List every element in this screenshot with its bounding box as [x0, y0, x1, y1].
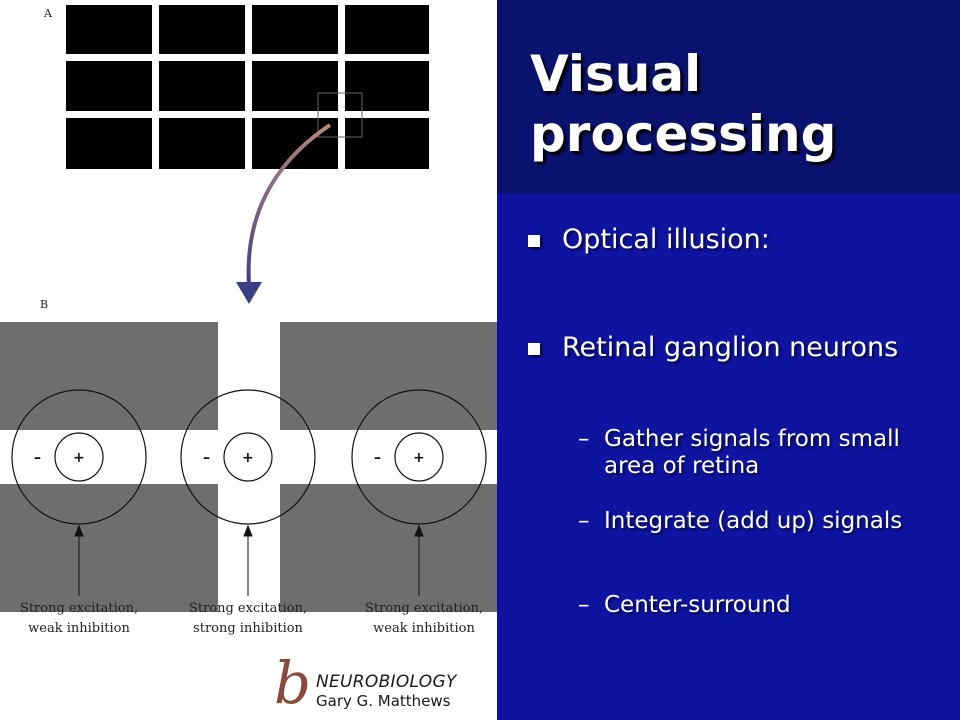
- center-circle: [54, 432, 104, 482]
- panel-b-label: B: [40, 298, 48, 311]
- caption-1-line-2: weak inhibition: [28, 621, 130, 636]
- caption-2-line-1: Strong excitation,: [189, 601, 307, 616]
- surround-circle: [11, 389, 147, 525]
- surround-sign: –: [203, 450, 210, 466]
- illusion-figure: A B –: [0, 5, 497, 720]
- sub-bullet-1: – Gather signals from small area of reti…: [578, 426, 948, 480]
- sub-bullet-text: Center-surround: [604, 592, 791, 618]
- receptive-field-3: – +: [351, 389, 487, 525]
- receptive-field-2: – +: [180, 389, 316, 525]
- bullet-item-1: Optical illusion:: [528, 222, 948, 257]
- book-credit: b NEUROBIOLOGY Gary G. Matthews: [268, 654, 497, 720]
- title-band: [497, 0, 960, 194]
- slide-title: Visual processing: [530, 45, 837, 163]
- bullet-item-2: Retinal ganglion neurons: [528, 330, 948, 365]
- sub-bullet-3: – Center-surround: [578, 592, 948, 619]
- square-bullet-icon: [528, 343, 540, 355]
- publisher-logo: b: [274, 649, 312, 717]
- surround-circle: [351, 389, 487, 525]
- dash-bullet: –: [578, 592, 590, 618]
- sub-bullet-text: Gather signals from small area of retina: [604, 426, 900, 479]
- grey-blocks: [0, 322, 497, 612]
- center-circle: [223, 432, 273, 482]
- bullet-text: Optical illusion:: [562, 224, 770, 255]
- center-circle: [394, 432, 444, 482]
- caption-3-line-2: weak inhibition: [373, 621, 475, 636]
- pointer-arrows: [74, 524, 424, 596]
- zoom-region-box: [317, 92, 363, 138]
- receptive-field-1: – +: [11, 389, 147, 525]
- surround-sign: –: [374, 450, 381, 466]
- caption-3-line-1: Strong excitation,: [365, 601, 483, 616]
- figure-svg: A B –: [0, 5, 497, 636]
- book-title: NEUROBIOLOGY: [316, 672, 457, 692]
- sub-bullet-2: – Integrate (add up) signals: [578, 508, 948, 535]
- zoom-arrow: [246, 123, 332, 286]
- sub-bullet-text: Integrate (add up) signals: [604, 508, 903, 534]
- content-band: [497, 194, 960, 720]
- caption-1-line-1: Strong excitation,: [20, 601, 138, 616]
- surround-circle: [180, 389, 316, 525]
- center-sign: +: [242, 450, 254, 466]
- bullet-text: Retinal ganglion neurons: [562, 332, 899, 363]
- surround-sign: –: [34, 450, 41, 466]
- book-author: Gary G. Matthews: [316, 692, 451, 710]
- center-sign: +: [73, 450, 85, 466]
- dash-bullet: –: [578, 426, 590, 452]
- dash-bullet: –: [578, 508, 590, 534]
- panel-a-label: A: [43, 7, 53, 20]
- arrow-head-icon: [236, 282, 262, 304]
- square-bullet-icon: [528, 235, 540, 247]
- caption-2-line-2: strong inhibition: [193, 621, 304, 636]
- hermann-grid: [66, 5, 429, 169]
- center-sign: +: [413, 450, 425, 466]
